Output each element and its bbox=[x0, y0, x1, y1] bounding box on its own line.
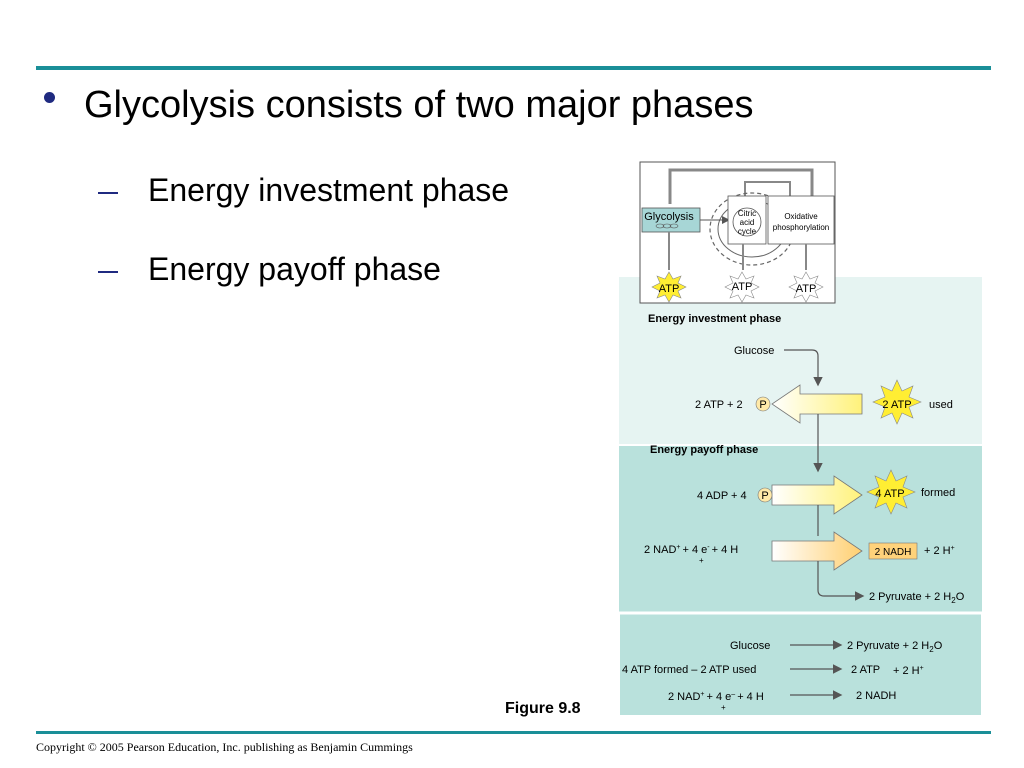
svg-text:2 NAD++ 4 e-+ 4 H: 2 NAD++ 4 e-+ 4 H bbox=[644, 544, 738, 556]
svg-text:2 ATP: 2 ATP bbox=[882, 399, 911, 411]
investment-arrow bbox=[771, 384, 863, 424]
svg-text:2 Pyruvate + 2 H2O: 2 Pyruvate + 2 H2O bbox=[869, 591, 965, 605]
svg-text:4 ATP formed – 2 ATP used: 4 ATP formed – 2 ATP used bbox=[622, 664, 756, 676]
glucose-label: Glucose bbox=[734, 345, 774, 357]
svg-text:ATP: ATP bbox=[732, 281, 753, 293]
atp-star-icon bbox=[724, 271, 760, 303]
svg-text:cycle: cycle bbox=[738, 227, 757, 236]
payoff-panel bbox=[619, 445, 982, 613]
investment-title: Energy investment phase bbox=[648, 313, 781, 325]
svg-text:+: + bbox=[721, 703, 726, 712]
top-rule bbox=[36, 66, 991, 70]
svg-text:formed: formed bbox=[921, 487, 955, 499]
svg-text:Glycolysis: Glycolysis bbox=[644, 211, 694, 223]
copyright-footer: Copyright © 2005 Pearson Education, Inc.… bbox=[36, 740, 413, 754]
bullet-dot bbox=[44, 92, 55, 103]
nadh-box bbox=[868, 542, 918, 560]
investment-panel bbox=[619, 277, 982, 445]
oxidative-phosphorylation-box bbox=[767, 195, 835, 245]
overview-inset: Glycolysis Citric acid cycle Oxidative p… bbox=[639, 161, 836, 304]
svg-text:phosphorylation: phosphorylation bbox=[773, 223, 829, 232]
svg-text:used: used bbox=[929, 399, 953, 411]
svg-text:ATP: ATP bbox=[659, 283, 680, 295]
svg-text:2 ATP + 2: 2 ATP + 2 bbox=[695, 399, 743, 411]
payoff-title: Energy payoff phase bbox=[650, 444, 758, 456]
svg-text:2 NADH: 2 NADH bbox=[875, 547, 912, 558]
svg-text:+ 2 H+: + 2 H+ bbox=[924, 545, 955, 557]
svg-text:2 NAD++ 4 e–+ 4 H: 2 NAD++ 4 e–+ 4 H bbox=[668, 691, 764, 703]
main-bullet: Glycolysis consists of two major phases bbox=[84, 84, 754, 126]
svg-text:ATP: ATP bbox=[796, 283, 817, 295]
atp-star-icon bbox=[788, 271, 824, 303]
svg-text:P: P bbox=[759, 399, 766, 411]
svg-text:2 ATP: 2 ATP bbox=[851, 664, 880, 676]
svg-text:Citric: Citric bbox=[738, 209, 756, 218]
subbullet-payoff: Energy payoff phase bbox=[148, 251, 441, 287]
svg-text:+ 2 H+: + 2 H+ bbox=[893, 665, 924, 677]
atp-formed-star-icon bbox=[866, 469, 916, 515]
payoff-arrow-atp bbox=[771, 475, 863, 515]
svg-text:acid: acid bbox=[740, 218, 755, 227]
net-panel bbox=[618, 612, 983, 717]
figure-caption: Figure 9.8 bbox=[505, 700, 581, 717]
svg-text:Oxidative: Oxidative bbox=[784, 212, 818, 221]
atp-star-icon bbox=[651, 271, 687, 303]
svg-text:4 ATP: 4 ATP bbox=[875, 488, 904, 500]
svg-text:P: P bbox=[761, 490, 768, 502]
svg-text:2 NADH: 2 NADH bbox=[856, 690, 896, 702]
dash-2 bbox=[98, 271, 118, 273]
subbullet-investment: Energy investment phase bbox=[148, 172, 510, 208]
bottom-rule bbox=[36, 731, 991, 734]
dash-1 bbox=[98, 192, 118, 194]
svg-text:2 Pyruvate + 2 H2O: 2 Pyruvate + 2 H2O bbox=[847, 640, 943, 654]
glycolysis-box bbox=[641, 207, 701, 233]
svg-text:4 ADP + 4: 4 ADP + 4 bbox=[697, 490, 747, 502]
payoff-arrow-nadh bbox=[771, 531, 863, 571]
svg-text:+: + bbox=[699, 556, 704, 565]
atp-used-star-icon bbox=[872, 379, 922, 425]
svg-text:Glucose: Glucose bbox=[730, 640, 770, 652]
